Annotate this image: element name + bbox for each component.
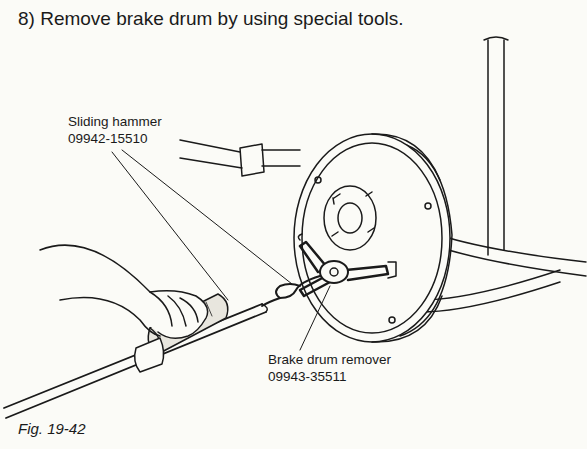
step-title: 8) Remove brake drum by using special to… <box>18 8 403 30</box>
tool-name: Sliding hammer <box>68 114 162 130</box>
part-number: 09942-15510 <box>68 131 148 147</box>
figure-caption: Fig. 19-42 <box>18 420 86 437</box>
tool-name: Brake drum remover <box>268 352 391 368</box>
part-number: 09943-35511 <box>268 369 347 385</box>
